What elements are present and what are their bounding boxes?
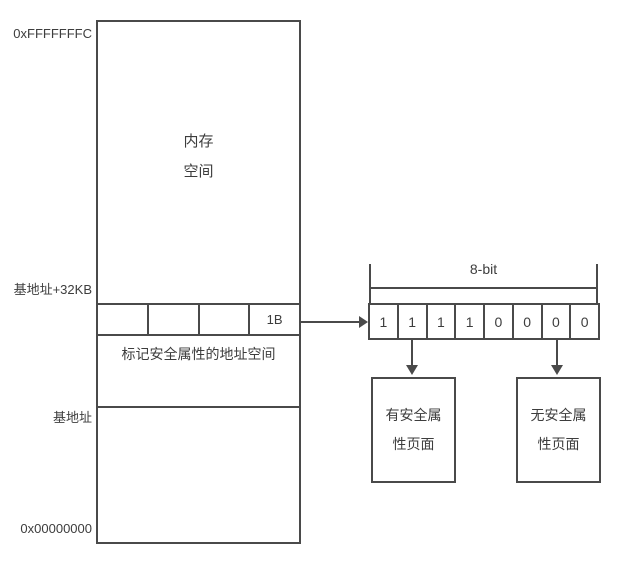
- memory-title-line-1: 内存: [183, 133, 214, 150]
- arrow-bit-to-nonsecure-page-icon: [551, 340, 563, 375]
- address-label-base: 基地址: [52, 410, 92, 425]
- bit-cell-4: 0: [485, 305, 514, 338]
- tag-cell-1: [98, 305, 149, 334]
- base-address-divider-line: [98, 406, 299, 408]
- bit-cell-5: 0: [514, 305, 543, 338]
- arrow-tag-to-byte-icon: [301, 316, 368, 328]
- address-label-bottom: 0x00000000: [20, 521, 92, 536]
- secure-page-box: 有安全属 性页面: [371, 377, 456, 483]
- address-label-base-plus-32kb: 基地址+32KB: [13, 282, 92, 297]
- bit-cell-7: 0: [580, 313, 589, 330]
- secure-page-line-1: 有安全属: [385, 407, 442, 423]
- tag-cell-3: [200, 305, 251, 334]
- secure-page-line-2: 性页面: [392, 436, 435, 452]
- bit-cell-6: 0: [543, 305, 572, 338]
- non-secure-page-line-1: 无安全属: [530, 407, 587, 423]
- bracket-right-tick: [596, 264, 598, 303]
- bit-cell-0: 1: [370, 305, 399, 338]
- memory-space-title: 内存 空间: [98, 127, 299, 187]
- tag-cell-2: [149, 305, 200, 334]
- non-secure-page-box: 无安全属 性页面: [516, 377, 601, 483]
- memory-title-line-2: 空间: [183, 163, 214, 180]
- bit-cell-2: 1: [428, 305, 457, 338]
- tag-byte-row: 1B: [98, 303, 299, 336]
- tag-cell-1b-label: 1B: [266, 312, 283, 327]
- non-secure-page-line-2: 性页面: [537, 436, 580, 452]
- bit-width-label: 8-bit: [469, 261, 498, 277]
- bracket-horizontal-line: [369, 287, 598, 289]
- memory-space-box: 内存 空间 1B 标记安全属性的地址空间: [96, 20, 301, 544]
- bracket-left-tick: [369, 264, 371, 303]
- address-label-top: 0xFFFFFFFC: [13, 26, 92, 41]
- tag-section-label: 标记安全属性的地址空间: [121, 346, 276, 362]
- arrow-bit-to-secure-page-icon: [406, 340, 418, 375]
- bit-cell-1: 1: [399, 305, 428, 338]
- tag-cell-1b: 1B: [250, 305, 299, 334]
- bit-cell-3: 1: [456, 305, 485, 338]
- byte-bits-box: 1 1 1 1 0 0 0 0: [368, 303, 600, 340]
